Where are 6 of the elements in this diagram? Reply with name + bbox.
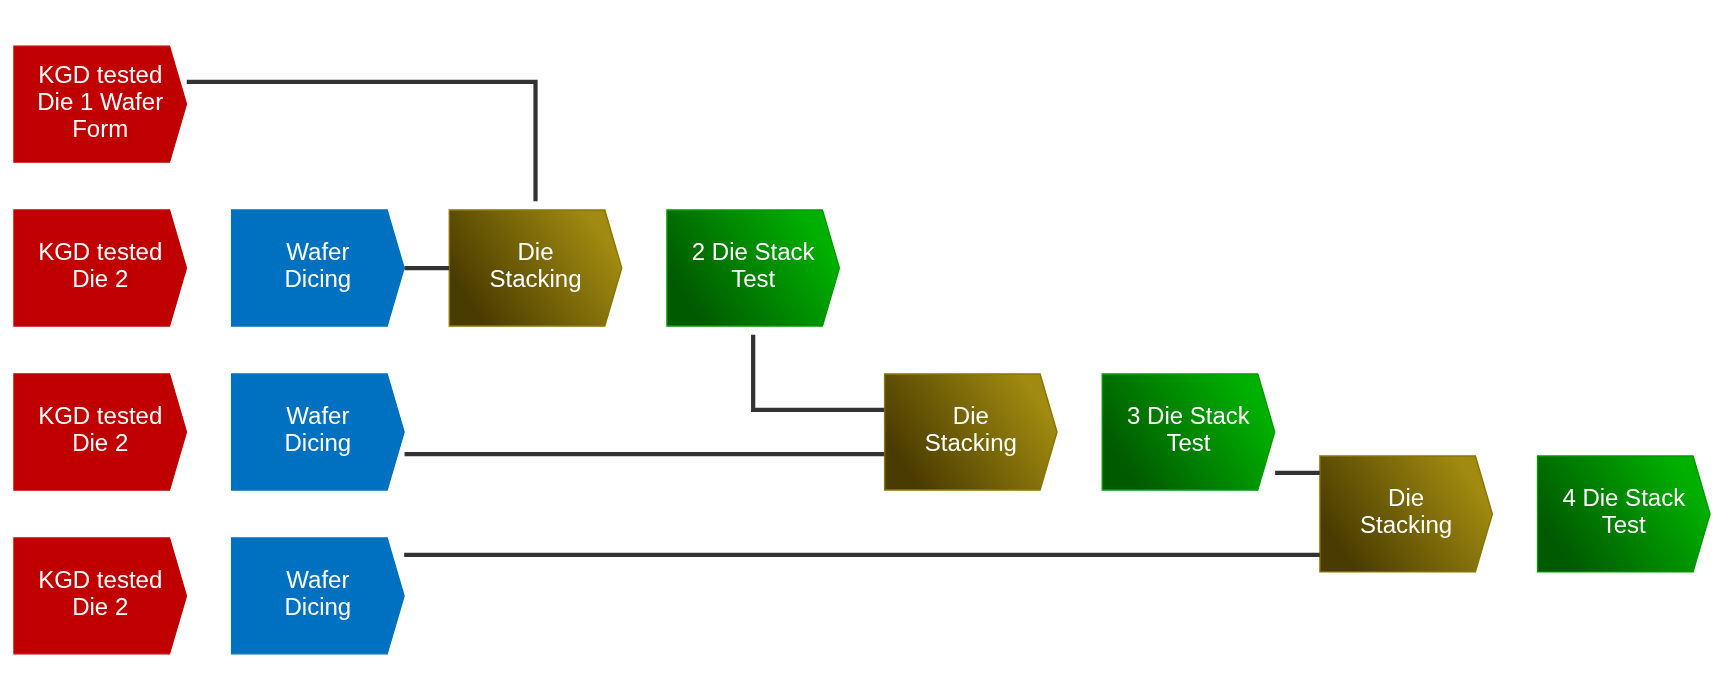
connector [186,79,538,202]
connector [751,334,885,412]
connector [404,552,1320,558]
connector [404,265,450,271]
connector [404,452,885,457]
connector [1275,470,1320,476]
